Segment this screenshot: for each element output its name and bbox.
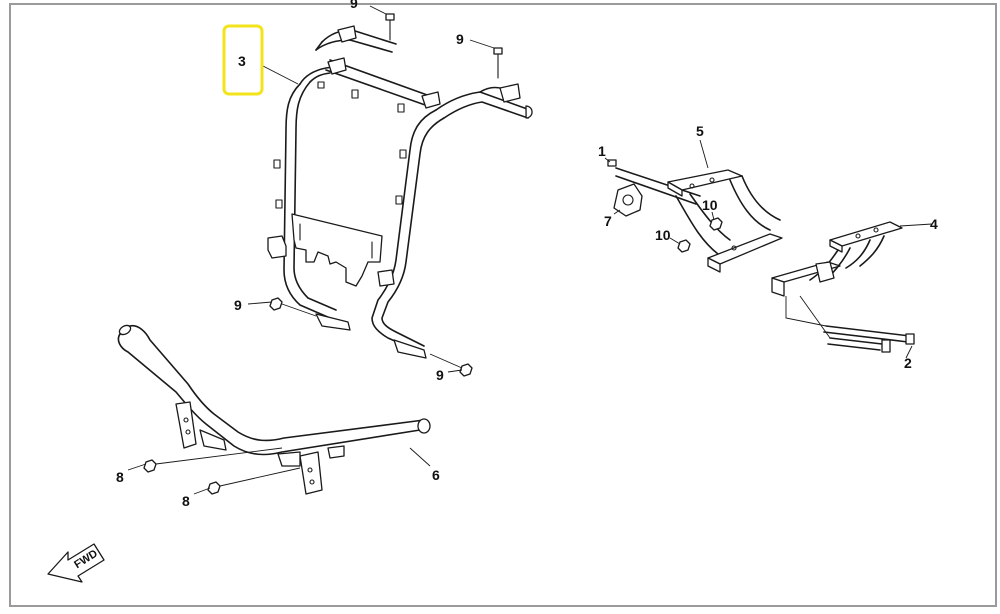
nut-8-lower xyxy=(207,481,221,495)
callout-10-upper[interactable]: 10 xyxy=(702,197,718,213)
callout-6[interactable]: 6 xyxy=(432,467,440,483)
callout-8-upper[interactable]: 8 xyxy=(116,469,124,485)
bracket-part-5 xyxy=(607,159,783,273)
callout-7[interactable]: 7 xyxy=(604,213,612,229)
fwd-direction-arrow: FWD xyxy=(47,543,105,583)
callout-9-top-right[interactable]: 9 xyxy=(456,31,464,47)
front-frame-part-3 xyxy=(267,13,533,359)
nut-9-left xyxy=(269,297,283,311)
leader-lines xyxy=(127,5,933,495)
fwd-arrow-icon xyxy=(47,543,105,583)
callout-8-lower[interactable]: 8 xyxy=(182,493,190,509)
callout-5[interactable]: 5 xyxy=(696,123,704,139)
callout-1[interactable]: 1 xyxy=(598,143,606,159)
callout-3[interactable]: 3 xyxy=(238,53,246,69)
nut-9-bottom xyxy=(459,363,473,377)
callout-labels: 3 9 9 9 9 1 5 7 10 10 4 2 6 8 8 xyxy=(116,0,938,509)
flange-part-7 xyxy=(613,183,643,217)
diagram-border xyxy=(9,3,997,607)
callout-9-top[interactable]: 9 xyxy=(350,0,358,11)
callout-4[interactable]: 4 xyxy=(930,216,938,232)
lower-tube-part-6 xyxy=(117,324,431,495)
callout-2[interactable]: 2 xyxy=(904,355,912,371)
callout-9-left[interactable]: 9 xyxy=(234,297,242,313)
nut-8-upper xyxy=(143,459,157,473)
callout-3-highlight xyxy=(222,24,264,96)
bracket-part-4 xyxy=(771,221,915,353)
callout-9-bottom[interactable]: 9 xyxy=(436,367,444,383)
callout-10-lower[interactable]: 10 xyxy=(655,227,671,243)
fasteners xyxy=(143,297,473,495)
